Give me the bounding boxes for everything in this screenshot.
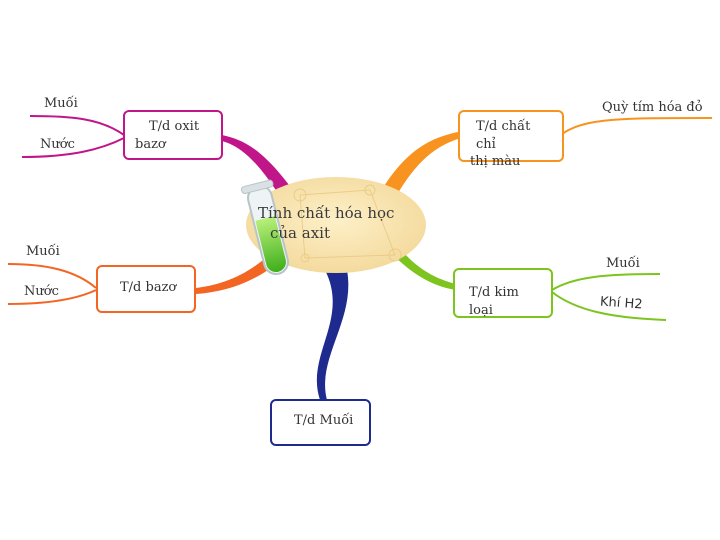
branch-td-kim-loai: T/d kim loại bbox=[453, 268, 553, 318]
branch-td-muoi-label: T/d Muối bbox=[294, 413, 353, 428]
leaf-kim-loai-khi: Khí H2 bbox=[600, 295, 644, 313]
connector-td-muoi bbox=[317, 270, 348, 400]
leaf-kim-loai-muoi: Muối bbox=[606, 256, 640, 271]
branch-td-chat-chi-thi: T/d chất chỉ thị màu bbox=[458, 110, 564, 162]
center-topic-line2: của axit bbox=[258, 223, 418, 243]
leaf-connector-chi-thi-quy bbox=[562, 118, 712, 134]
leaf-oxit-muoi: Muối bbox=[44, 96, 78, 111]
branch-td-kim-loai-label: T/d kim loại bbox=[469, 285, 519, 318]
leaf-bazo-muoi: Muối bbox=[26, 244, 60, 259]
leaf-bazo-nuoc: Nước bbox=[24, 284, 59, 299]
leaf-chi-thi-quy-tim: Quỳ tím hóa đỏ bbox=[602, 100, 703, 115]
branch-td-bazo: T/d bazơ bbox=[96, 265, 196, 313]
leaf-connector-oxit-muoi bbox=[30, 116, 124, 135]
center-topic-line1: Tính chất hóa học bbox=[258, 203, 418, 223]
branch-td-chat-chi-thi-line1: T/d chất chỉ bbox=[470, 118, 552, 153]
branch-td-muoi: T/d Muối bbox=[270, 399, 371, 446]
branch-td-bazo-label: T/d bazơ bbox=[120, 280, 176, 295]
branch-td-oxit-bazo: T/d oxit bazơ bbox=[123, 110, 223, 160]
leaf-oxit-nuoc: Nước bbox=[40, 137, 75, 152]
branch-td-chat-chi-thi-line2: thị màu bbox=[470, 153, 552, 171]
branch-td-oxit-bazo-line2: bazơ bbox=[135, 136, 211, 154]
center-topic: Tính chất hóa học của axit bbox=[258, 203, 418, 244]
leaf-connector-kim-loai-muoi bbox=[552, 274, 660, 290]
branch-td-oxit-bazo-line1: T/d oxit bbox=[135, 118, 211, 136]
